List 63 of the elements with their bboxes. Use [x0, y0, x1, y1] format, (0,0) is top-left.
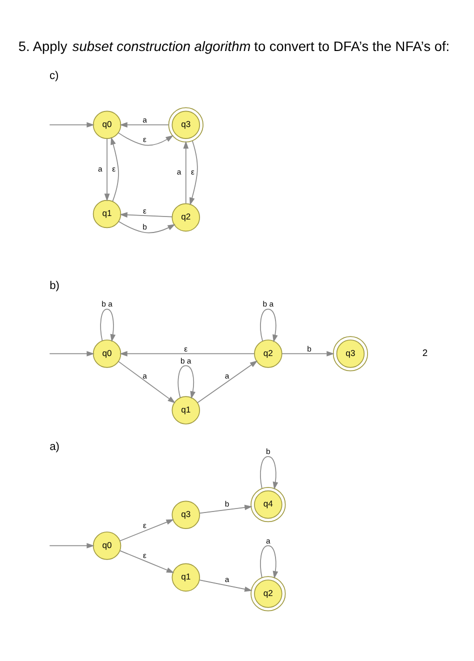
arrow: [118, 220, 176, 233]
arrow: [260, 456, 278, 490]
edge-label: b: [142, 222, 147, 232]
label: b): [50, 279, 60, 292]
edge-label: b a: [262, 299, 274, 308]
edge-label: a: [142, 371, 147, 380]
arrow: [120, 550, 174, 572]
node-circle: q3: [172, 500, 200, 528]
edge-label: b: [266, 446, 270, 456]
arrow: [49, 122, 94, 128]
arrow: [260, 308, 278, 342]
edge-label: a: [142, 114, 147, 124]
node-circle: q2: [172, 202, 200, 232]
diagram-title: 5. Apply subset construction algorithm to convert to DFA’s the NFA’s of:: [18, 38, 450, 54]
arrow: [49, 350, 94, 356]
arrow: [120, 122, 170, 128]
label: 2: [422, 346, 428, 358]
edge-label: b: [224, 498, 230, 508]
edge-label: b: [307, 344, 312, 353]
edge-label: ε: [184, 344, 188, 353]
label: c): [49, 69, 59, 82]
arrow: [104, 138, 110, 201]
arrow: [118, 360, 176, 403]
edge-label: ε: [112, 164, 116, 173]
arrow: [49, 542, 94, 548]
edge-label: b a: [102, 299, 112, 308]
arrow: [178, 364, 196, 398]
arrow: [110, 136, 119, 202]
node-circle: q2: [250, 576, 286, 611]
node-circle: q0: [92, 339, 122, 368]
edge-label: a: [98, 164, 102, 173]
edge-label: a: [224, 371, 230, 380]
arrow: [100, 308, 116, 342]
edge-label: ε: [143, 520, 146, 530]
edge-label: ε: [191, 167, 194, 176]
arrow: [189, 140, 198, 205]
edge-label: a: [266, 536, 270, 545]
arrow: [282, 350, 334, 356]
arrow: [120, 212, 173, 218]
edge-label: a: [224, 574, 230, 584]
node-circle: q1: [172, 562, 200, 592]
node-circle: q4: [250, 486, 286, 522]
node-circle: q0: [92, 531, 122, 560]
arrow: [197, 360, 258, 403]
arrow: [199, 579, 252, 592]
edge-label: ε: [143, 550, 146, 560]
edge-label: ε: [143, 206, 146, 215]
node-circle: q3: [168, 106, 204, 142]
arrow: [118, 132, 174, 146]
node-circle: q0: [92, 110, 122, 138]
node-circle: q2: [254, 339, 282, 368]
edge-label: ε: [143, 134, 146, 144]
node-circle: q3: [332, 336, 368, 371]
node-circle: q1: [92, 199, 122, 228]
arrow: [120, 350, 255, 356]
arrow: [260, 544, 278, 578]
arrow: [183, 140, 189, 204]
edge-label: b a: [180, 356, 192, 365]
arrow: [120, 518, 174, 541]
label: a): [50, 440, 60, 453]
arrow: [199, 504, 252, 514]
node-circle: q1: [172, 396, 200, 424]
edge-label: a: [176, 167, 182, 176]
